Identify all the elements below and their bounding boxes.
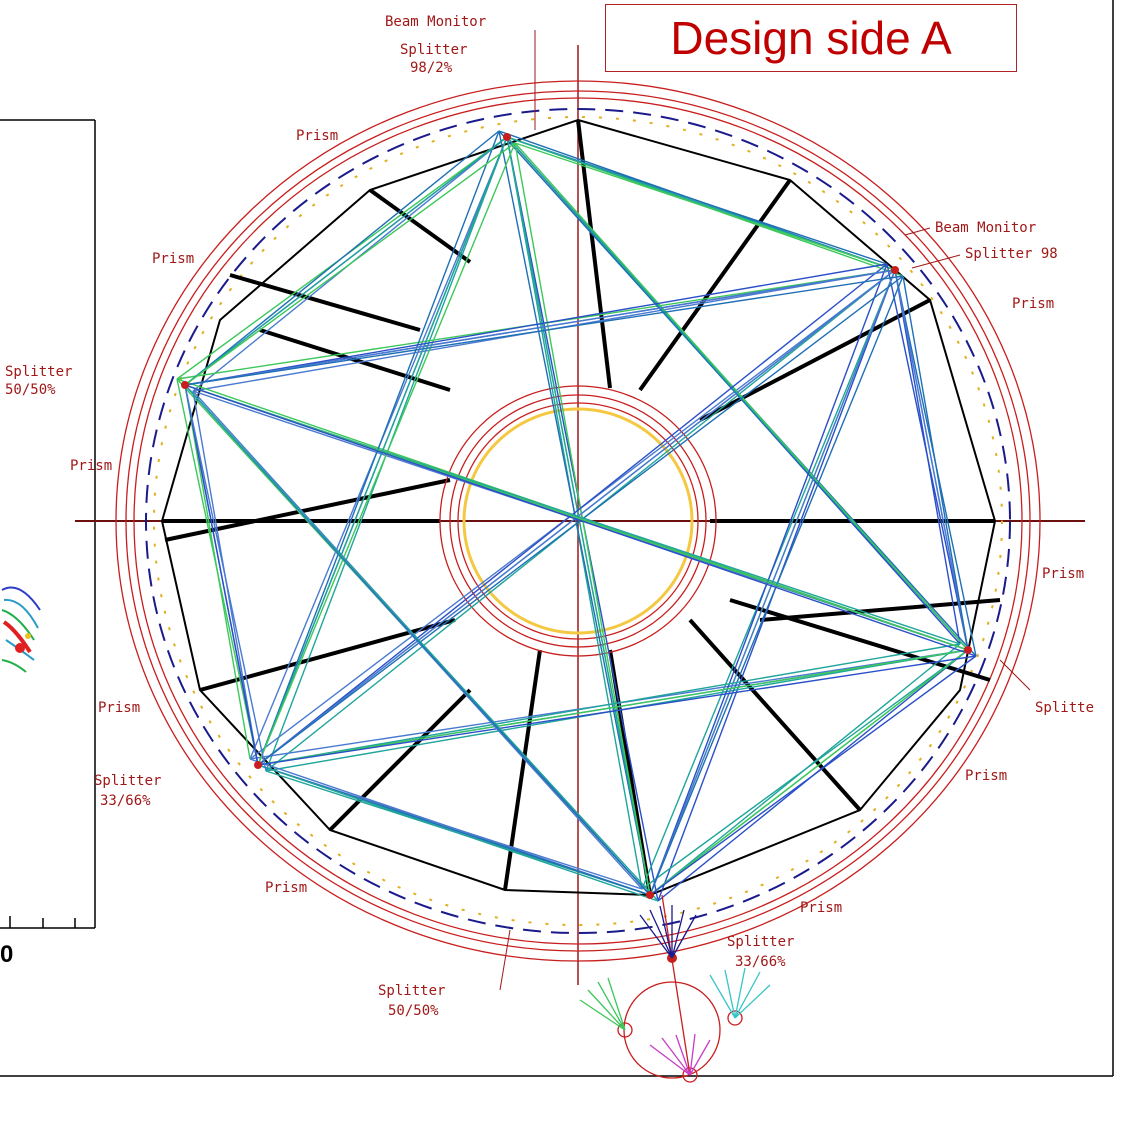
beam-line <box>257 764 659 902</box>
left-plot-fragment: 0 <box>0 119 96 968</box>
beam-line <box>184 384 259 766</box>
beam-line <box>514 142 896 271</box>
bottom-beam-cluster <box>579 894 771 1083</box>
title-box: Design side A <box>605 4 1017 72</box>
label-prism: Prism <box>800 900 842 916</box>
label-prism: Prism <box>1012 296 1054 312</box>
label-splitter-lower-left: Splitter <box>94 773 161 789</box>
splitter-node <box>503 133 511 141</box>
beam-line <box>257 130 500 766</box>
label-prism: Prism <box>265 880 307 896</box>
beam-line <box>184 384 267 772</box>
label-prism: Prism <box>965 768 1007 784</box>
left-plot-tick-label: 0 <box>0 941 13 968</box>
inner-rings <box>439 385 717 657</box>
beam-line <box>886 263 969 651</box>
beam-line <box>649 269 896 896</box>
label-leaders <box>499 30 1031 991</box>
label-beam-monitor-right: Beam Monitor <box>935 220 1036 236</box>
beam-line <box>184 275 904 386</box>
label-prism: Prism <box>98 700 140 716</box>
diagram-title: Design side A <box>670 12 952 64</box>
beam-line <box>184 384 251 760</box>
splitter-node <box>646 891 654 899</box>
beam-line <box>649 649 969 896</box>
beam-line <box>184 384 659 902</box>
spoke-12 <box>576 119 612 389</box>
beam-line <box>257 643 961 766</box>
spoke-1 <box>229 273 421 332</box>
spoke-10 <box>699 298 931 422</box>
annotation-labels: Beam Monitor Splitter 98/2% Beam Monitor… <box>5 14 1094 1019</box>
beam-line <box>184 263 888 386</box>
label-splitter-bottom: Splitter <box>378 983 445 999</box>
splitter-node <box>181 381 189 389</box>
spoke-5 <box>328 688 472 832</box>
label-splitter-bottom-ratio: 50/50% <box>388 1003 439 1019</box>
label-splitter-top: Splitter <box>400 42 467 58</box>
label-prism: Prism <box>152 251 194 267</box>
beam-line <box>184 142 516 386</box>
beam-line <box>184 384 977 657</box>
label-beam-monitor-top: Beam Monitor <box>385 14 486 30</box>
label-splitter-top-ratio: 98/2% <box>410 60 453 76</box>
label-prism: Prism <box>296 128 338 144</box>
beam-line <box>257 655 977 766</box>
label-splitter-lower-left-ratio: 33/66% <box>100 793 151 809</box>
label-splitter-left-ratio: 50/50% <box>5 382 56 398</box>
beam-line <box>184 136 508 386</box>
label-splitter-far-right: Splitte <box>1035 700 1094 716</box>
splitter-node <box>891 266 899 274</box>
label-prism: Prism <box>70 458 112 474</box>
splitter-node <box>254 761 262 769</box>
label-prism: Prism <box>1042 566 1084 582</box>
beam-paths <box>176 130 977 902</box>
beam-line <box>902 275 969 651</box>
label-splitter-bottom-right: Splitter <box>727 934 794 950</box>
beam-line <box>514 142 969 651</box>
spoke-13 <box>164 478 451 542</box>
spoke-2 <box>259 328 451 392</box>
splitter-node <box>964 646 972 654</box>
beam-line <box>184 130 500 386</box>
label-splitter-bottom-right-ratio: 33/66% <box>735 954 786 970</box>
label-splitter-left: Splitter <box>5 364 72 380</box>
beam-line <box>184 269 896 386</box>
beam-line <box>649 643 961 896</box>
spoke-8 <box>688 618 862 812</box>
label-splitter-right: Splitter 98 <box>965 246 1058 262</box>
beam-line <box>649 655 977 896</box>
beam-line <box>257 649 969 766</box>
structure-polygon <box>160 118 997 897</box>
beam-line <box>894 269 969 651</box>
spoke-11 <box>638 178 792 392</box>
outer-rings <box>115 80 1041 962</box>
left-plot-scatter <box>1 586 41 673</box>
